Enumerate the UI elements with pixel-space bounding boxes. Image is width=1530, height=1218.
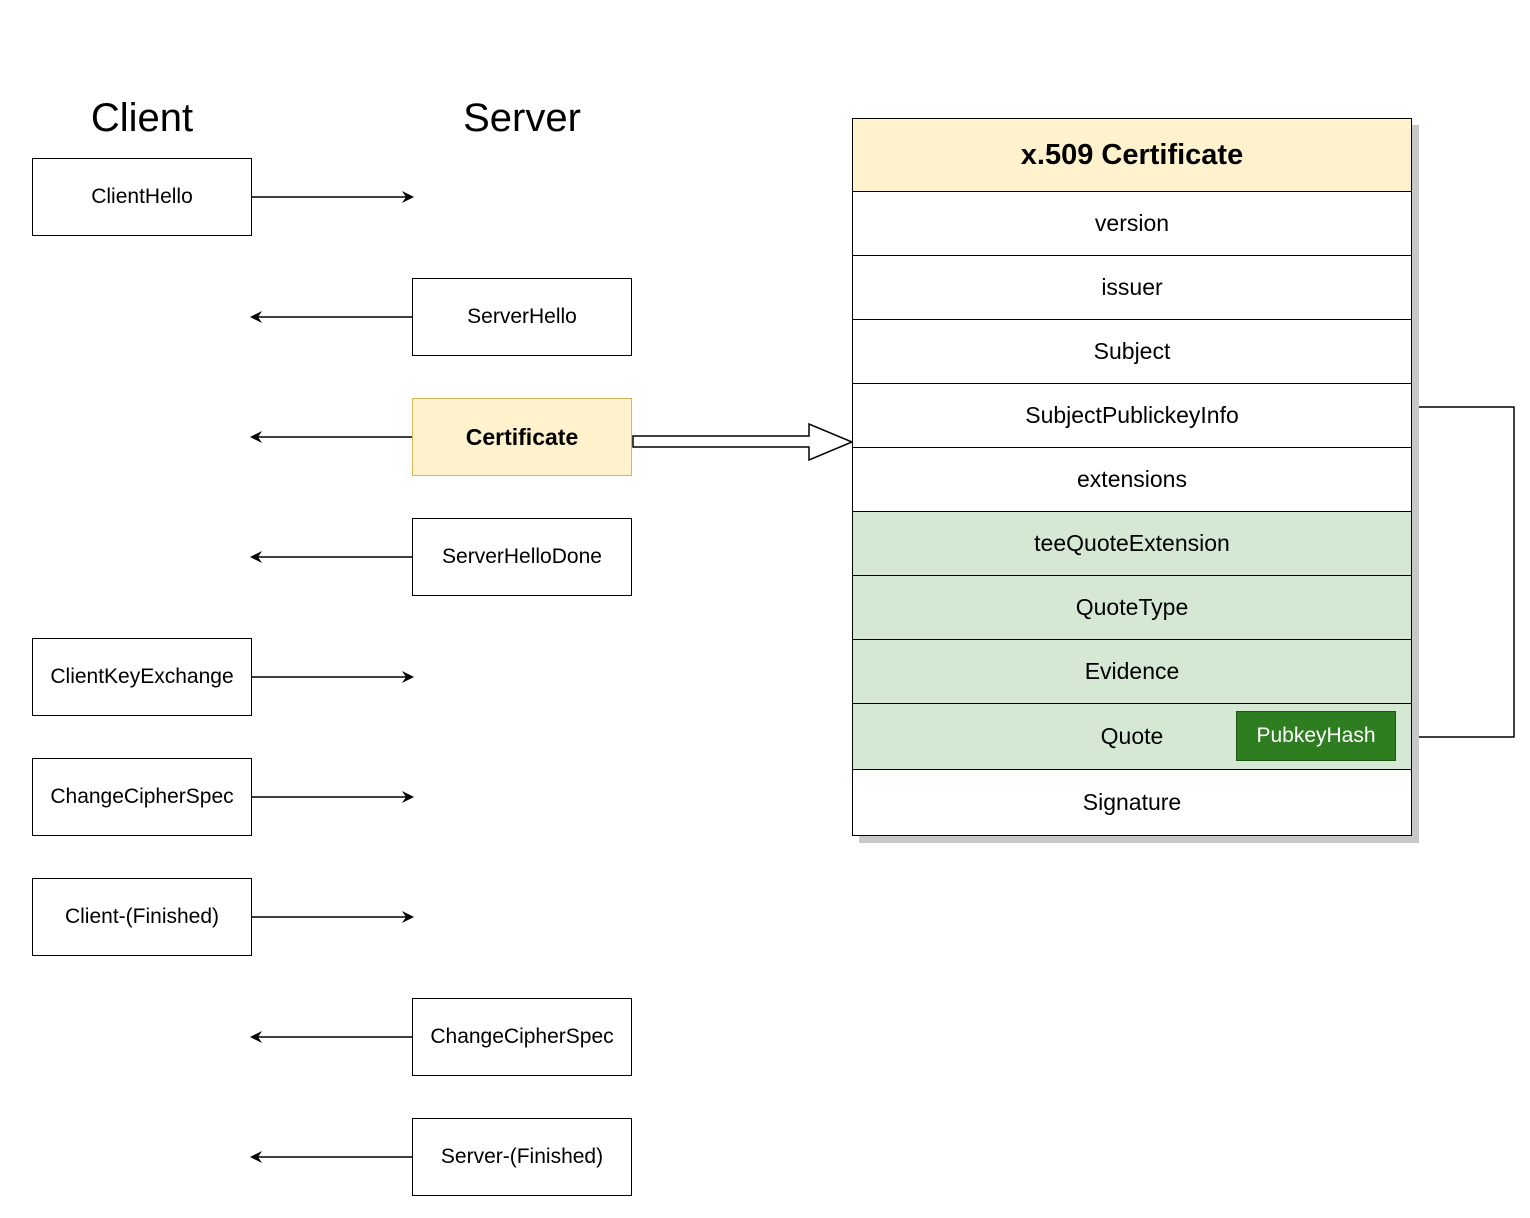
message-box-server-9: Server-(Finished) (412, 1118, 632, 1196)
cert-field-version: version (852, 190, 1412, 256)
message-box-client-1: ClientHello (32, 158, 252, 236)
x509-certificate: x.509 Certificate version issuer Subject… (852, 118, 1412, 836)
message-box-server-4: ServerHelloDone (412, 518, 632, 596)
client-column-title: Client (90, 96, 194, 140)
message-box-client-6: ChangeCipherSpec (32, 758, 252, 836)
cert-field-subject-publickey-info: SubjectPublickeyInfo (852, 382, 1412, 448)
message-box-client-5: ClientKeyExchange (32, 638, 252, 716)
server-column-title: Server (463, 96, 581, 140)
cert-field-issuer: issuer (852, 254, 1412, 320)
cert-field-quote: Quote PubkeyHash (852, 702, 1412, 770)
cert-field-evidence: Evidence (852, 638, 1412, 704)
message-box-server-3: Certificate (412, 398, 632, 476)
cert-field-quote-type: QuoteType (852, 574, 1412, 640)
message-box-client-7: Client-(Finished) (32, 878, 252, 956)
cert-field-tee-quote-extension: teeQuoteExtension (852, 510, 1412, 576)
message-box-server-8: ChangeCipherSpec (412, 998, 632, 1076)
cert-field-extensions: extensions (852, 446, 1412, 512)
cert-field-signature: Signature (852, 768, 1412, 836)
pubkey-link-connector (1394, 406, 1515, 743)
certificate-expand-arrow (632, 422, 854, 462)
pubkey-hash-box: PubkeyHash (1236, 710, 1396, 761)
certificate-title: x.509 Certificate (852, 118, 1412, 192)
cert-field-subject: Subject (852, 318, 1412, 384)
cert-field-quote-label: Quote (1100, 722, 1164, 749)
message-box-server-2: ServerHello (412, 278, 632, 356)
